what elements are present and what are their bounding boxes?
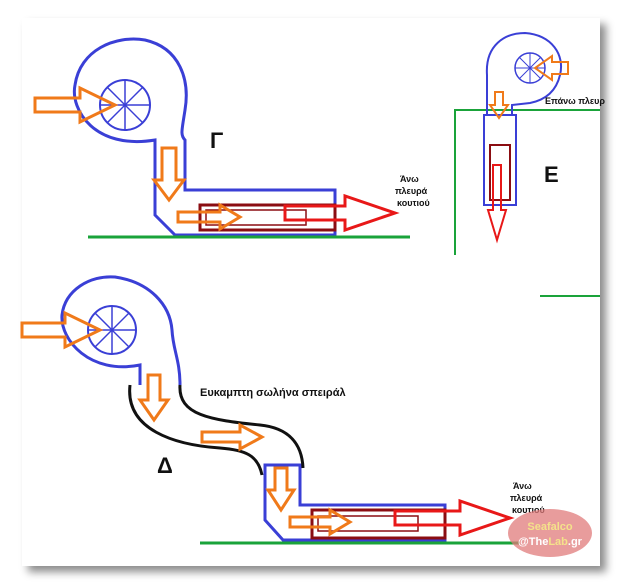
orange-arrow-in-delta [20,310,104,350]
flexible-hose [128,384,305,476]
orange-arrow-down-delta [137,373,171,423]
red-arrow-gamma [283,193,400,233]
orange-arrow-right-delta [288,507,353,537]
orange-arrow-in-gamma [33,85,119,125]
orange-arrow-down-gamma [151,146,187,203]
red-arrow-delta [393,498,515,538]
watermark-logo: Seafalco @TheLab.gr [508,509,592,557]
blower-gamma [72,37,337,237]
red-arrow-epsilon [486,164,508,244]
orange-arrow-in-epsilon [533,54,569,82]
svg-text:@TheLab.gr: @TheLab.gr [518,536,583,548]
label-delta: Δ [157,453,173,478]
blower-delta [60,275,447,542]
label-epsilon: Ε [544,162,559,187]
green-box-lines [454,109,600,297]
label-top-side-1: Άνω πλευρά κουτιού [395,174,430,208]
orange-arrow-down-delta-2 [265,466,297,513]
label-upper-side: Επάνω πλευρ [545,96,605,106]
svg-text:Seafalco: Seafalco [527,521,573,533]
orange-arrow-hose [200,422,266,452]
orange-arrow-down-epsilon [488,91,510,120]
label-flex-hose: Ευκαμπτη σωλήνα σπειράλ [200,387,346,399]
label-gamma: Γ [210,128,223,153]
label-top-side-2: Άνω πλευρά κουτιού [510,481,545,515]
heater-gamma [198,203,337,232]
orange-arrow-right-gamma [176,202,243,232]
